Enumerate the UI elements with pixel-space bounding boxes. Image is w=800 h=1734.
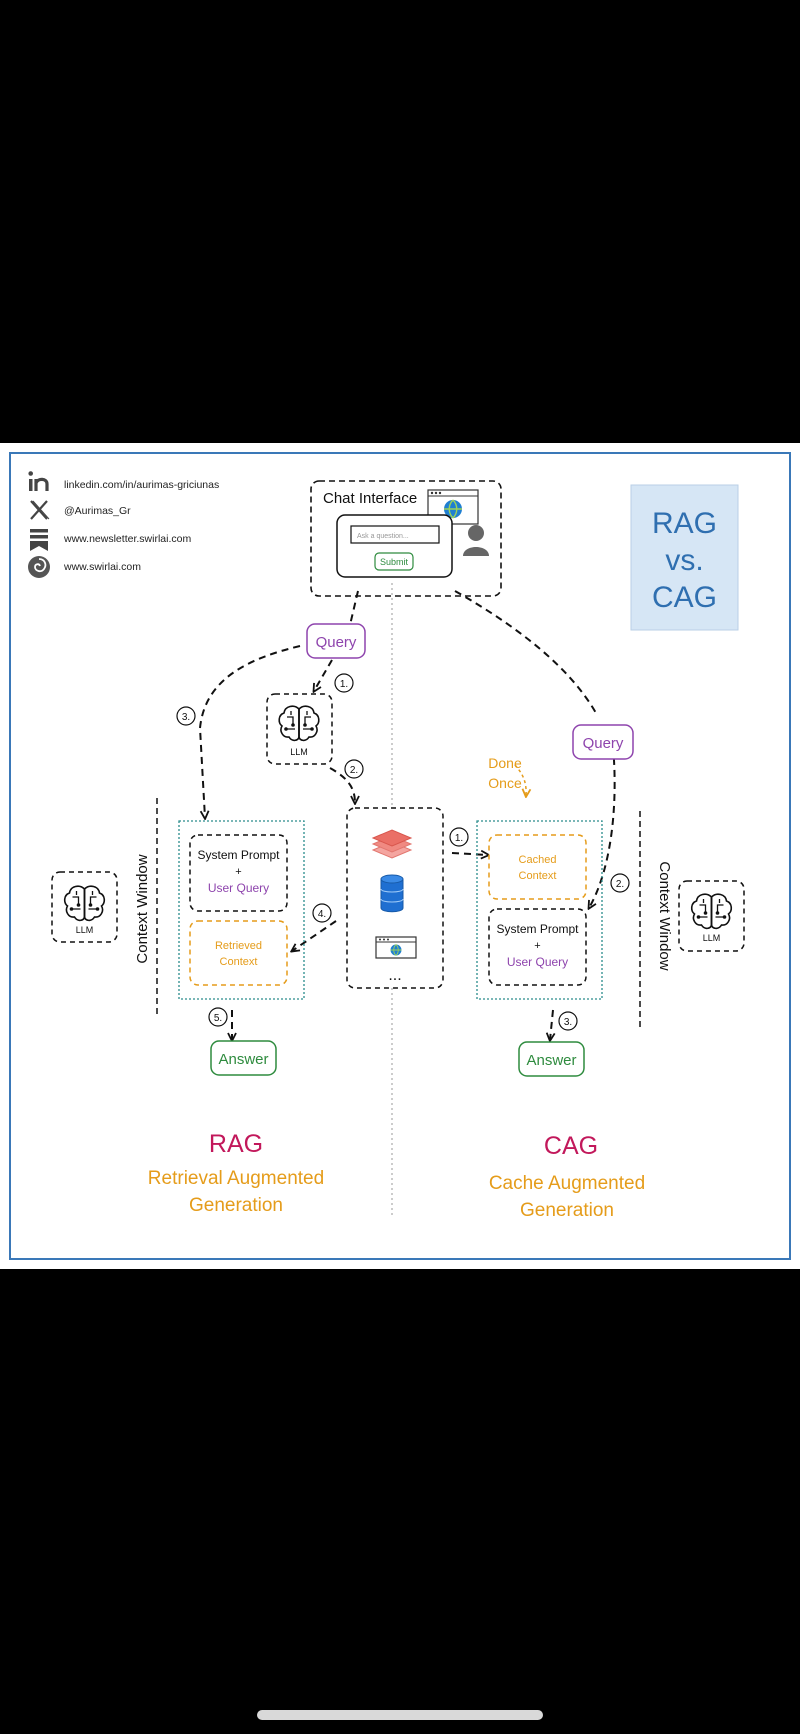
linkedin-icon (28, 471, 49, 491)
title-box: RAG vs. CAG (630, 484, 739, 631)
rag-system-prompt-box: System Prompt + User Query (189, 834, 288, 912)
svg-text:Cached: Cached (519, 854, 557, 866)
x-handle[interactable]: @Aurimas_Gr (64, 505, 131, 517)
svg-text:1.: 1. (455, 833, 463, 844)
swirl-icon (28, 556, 50, 578)
more-sources-ellipsis: ... (388, 967, 401, 984)
cag-name: CAG (544, 1132, 598, 1160)
svg-text:System Prompt: System Prompt (496, 922, 579, 936)
database-icon (380, 874, 404, 913)
rag-query-pill (306, 623, 366, 659)
website-url[interactable]: www.swirlai.com (63, 561, 141, 573)
rag-answer-pill: Answer (210, 1040, 277, 1076)
x-icon (30, 500, 50, 520)
layers-icon (371, 829, 413, 859)
cag-query-to-context-arrow (589, 745, 616, 908)
cag-subtitle-line2: Generation (520, 1200, 614, 1221)
question-input[interactable] (350, 525, 440, 544)
svg-text:Answer: Answer (526, 1052, 576, 1069)
rag-step-4: 4. (312, 903, 332, 923)
cag-step-2: 2. (610, 873, 630, 893)
svg-text:Context: Context (220, 956, 258, 968)
svg-text:Context: Context (519, 870, 557, 882)
svg-text:LLM: LLM (290, 747, 308, 757)
svg-text:3.: 3. (182, 712, 190, 723)
rag-name: RAG (209, 1130, 263, 1158)
social-links: linkedin.com/in/aurimas-griciunas @Aurim… (28, 471, 219, 578)
rag-llm-to-sources-arrow (329, 767, 355, 803)
svg-text:5.: 5. (214, 1013, 222, 1024)
rag-step-3: 3. (176, 706, 196, 726)
rag-subtitle-line2: Generation (189, 1195, 283, 1216)
knowledge-sources-box: ... (346, 807, 444, 989)
submit-button-label: Submit (380, 557, 409, 567)
rag-query-to-llm-arrow (314, 659, 333, 691)
newsletter-url[interactable]: www.newsletter.swirlai.com (63, 533, 191, 545)
title-vs: vs. (665, 544, 703, 577)
svg-text:Answer: Answer (218, 1051, 268, 1068)
svg-text:LLM: LLM (703, 933, 721, 943)
svg-text:LLM: LLM (76, 925, 94, 935)
cag-context-llm-box: LLM (678, 880, 745, 952)
rag-step-2: 2. (344, 759, 364, 779)
rag-context-llm-box: LLM (51, 871, 118, 943)
svg-text:+: + (534, 940, 540, 952)
cag-step-3: 3. (558, 1011, 578, 1031)
cag-subtitle-line1: Cache Augmented (489, 1173, 645, 1194)
rag-context-window-label: Context Window (134, 854, 151, 963)
home-indicator[interactable] (257, 1710, 543, 1720)
svg-text:2.: 2. (350, 765, 358, 776)
svg-text:User Query: User Query (507, 955, 568, 969)
globe-icon (444, 499, 462, 519)
rag-step-1: 1. (334, 673, 354, 693)
svg-text:System Prompt: System Prompt (197, 848, 280, 862)
chat-to-query-arrow (349, 590, 359, 626)
rag-subtitle-line1: Retrieval Augmented (148, 1168, 324, 1189)
cag-context-to-answer-arrow (550, 1009, 553, 1040)
svg-text:Query: Query (583, 735, 624, 752)
svg-text:User Query: User Query (208, 881, 269, 895)
title-rag: RAG (652, 507, 717, 540)
rag-llm-box: LLM (266, 693, 333, 765)
rag-query-label: Query (316, 634, 357, 651)
web-page-icon (375, 936, 417, 959)
done-once-line1: Done (488, 755, 522, 771)
svg-text:+: + (235, 866, 241, 878)
chat-interface: Chat Interface Ask a question... Submit (310, 480, 502, 597)
rag-sources-to-retrieved-arrow (292, 920, 337, 951)
rag-query-to-context-arrow (198, 645, 301, 818)
svg-text:1.: 1. (340, 679, 348, 690)
cag-sources-to-cache-arrow (451, 853, 488, 855)
svg-text:4.: 4. (318, 909, 326, 920)
title-cag: CAG (652, 581, 717, 614)
diagram-canvas: linkedin.com/in/aurimas-griciunas @Aurim… (0, 443, 800, 1269)
question-input-placeholder: Ask a question... (357, 533, 409, 540)
cag-step-1: 1. (449, 827, 469, 847)
submit-button[interactable] (374, 552, 414, 571)
svg-text:Retrieved: Retrieved (215, 940, 262, 952)
done-once-line2: Once (488, 775, 522, 791)
cag-system-prompt-box: System Prompt + User Query (488, 908, 587, 986)
diagram-frame (9, 452, 791, 1260)
svg-text:3.: 3. (564, 1017, 572, 1028)
done-once-arrow (514, 764, 526, 796)
cag-context-container (476, 820, 603, 1000)
user-icon (463, 525, 489, 556)
cag-cached-context-box: Cached Context (488, 834, 587, 900)
svg-text:2.: 2. (616, 879, 624, 890)
cag-context-window-label: Context Window (656, 861, 673, 970)
linkedin-url[interactable]: linkedin.com/in/aurimas-griciunas (64, 479, 219, 491)
cag-answer-pill: Answer (518, 1041, 585, 1077)
rag-step-5: 5. (208, 1007, 228, 1027)
chat-to-cag-query-arrow (454, 590, 597, 714)
cag-query-pill: Query (572, 724, 634, 760)
rag-retrieved-context-box: Retrieved Context (189, 920, 288, 986)
newsletter-icon (30, 529, 48, 551)
chat-interface-title: Chat Interface (323, 490, 417, 507)
rag-context-container (178, 820, 305, 1000)
